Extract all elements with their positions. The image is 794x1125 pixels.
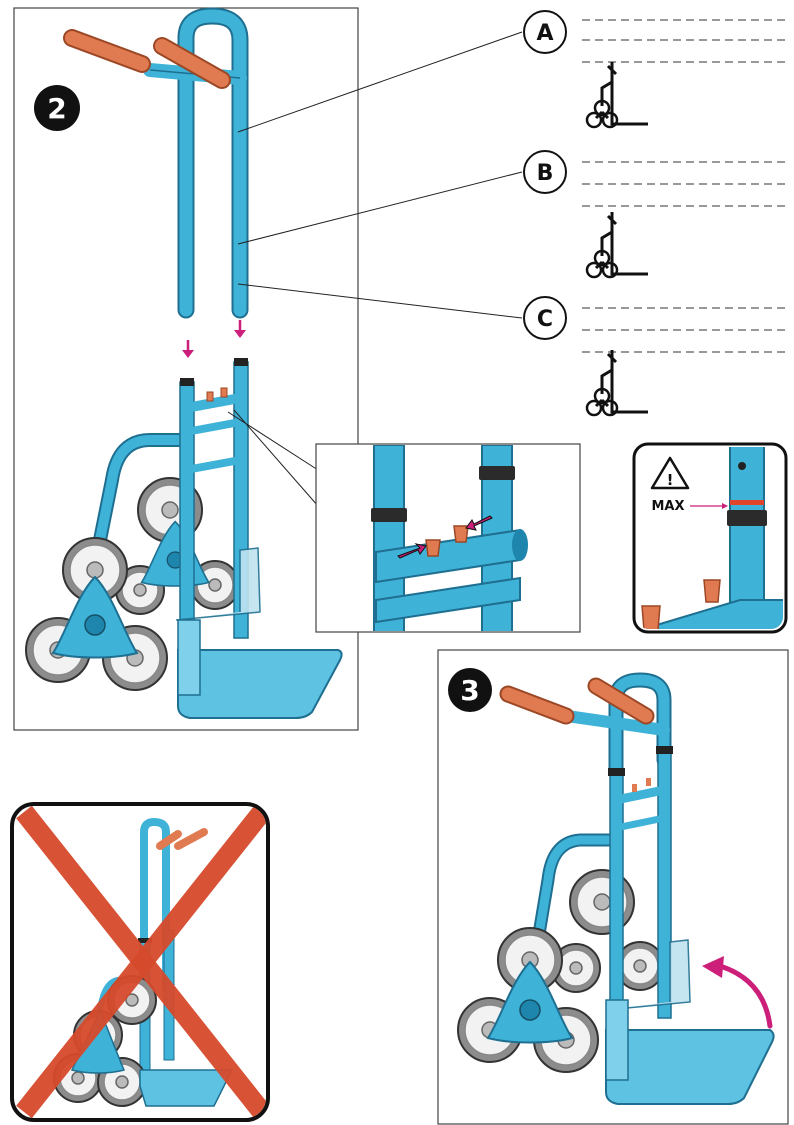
down-arrow-icon (182, 340, 194, 358)
warning-symbol: ! (667, 471, 674, 489)
step2-number: 2 (47, 92, 66, 125)
prohibition-cross-icon (16, 806, 266, 1118)
height-position-a: A (237, 10, 786, 133)
height-position-b: B (237, 150, 786, 279)
position-c-label: C (537, 307, 553, 332)
right-grip (155, 39, 229, 87)
left-grip (65, 31, 149, 71)
step3-number: 3 (460, 674, 479, 707)
detail-inset (315, 443, 581, 633)
step3-badge: 3 (448, 668, 492, 712)
max-label: MAX (651, 499, 684, 514)
max-warning-inset: ! MAX (632, 442, 788, 634)
position-a-label: A (536, 21, 553, 46)
incorrect-usage-panel (10, 802, 270, 1122)
warning-triangle-icon: ! (650, 456, 690, 490)
height-position-c: C (237, 283, 786, 417)
detail-leader (227, 409, 319, 507)
position-b-label: B (537, 161, 554, 186)
curved-arrow-icon (702, 956, 773, 1029)
assembled-trolley (457, 672, 775, 1105)
down-arrow-icon (234, 320, 246, 338)
step2-badge: 2 (34, 85, 80, 131)
upper-handle-frame (63, 7, 249, 319)
lower-trolley-base (25, 358, 343, 719)
